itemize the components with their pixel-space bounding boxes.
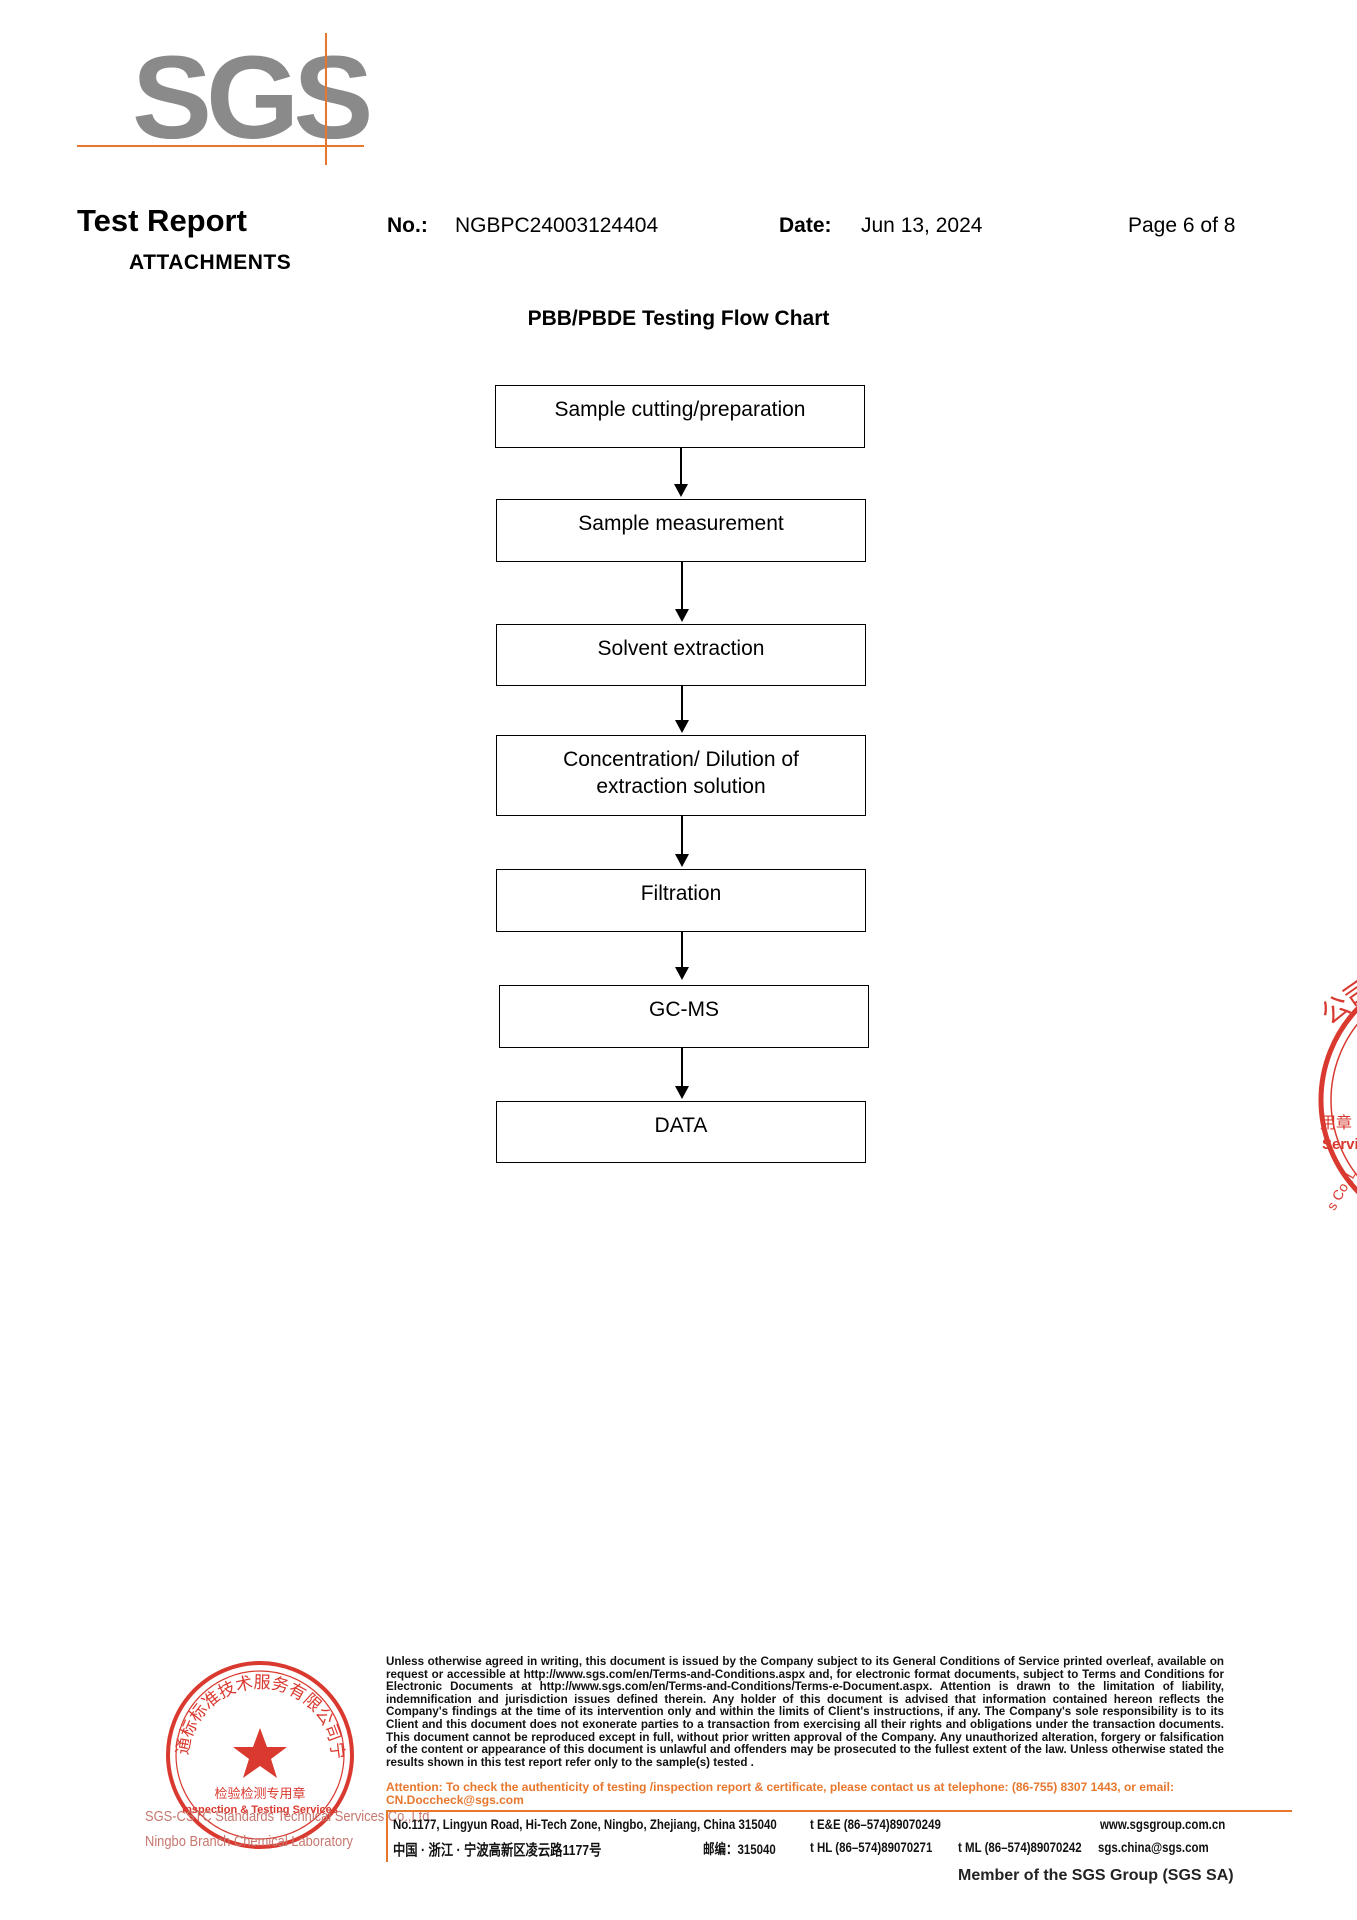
logo-horizontal-line xyxy=(77,145,364,147)
footer-divider xyxy=(386,1810,1292,1812)
flow-step-label: DATA xyxy=(654,1114,708,1137)
svg-text:通标标准技术服务有限公司宁波分公司: 通标标准技术服务有限公司宁波分公司 xyxy=(160,1650,347,1760)
footer-vertical-divider xyxy=(386,1812,388,1862)
flow-step-label: Concentration/ Dilution of extraction so… xyxy=(563,748,799,798)
seal-mid-en: Inspection & Testing Services xyxy=(182,1804,338,1816)
website-link[interactable]: www.sgsgroup.com.cn xyxy=(1100,1816,1226,1832)
email-link[interactable]: sgs.china@sgs.com xyxy=(1098,1839,1209,1855)
seal-fragment-text: s Co.,L xyxy=(1323,1166,1357,1213)
seal-graphic: 通标标准技术服务有限公司宁波分公司 检验检测专用章 Inspection & T… xyxy=(152,1635,354,1849)
seal-company-line: SGS-CSTC Standards Technical Services Co… xyxy=(145,1808,433,1825)
logo-vertical-line xyxy=(325,33,327,165)
flow-step-sample-cutting: Sample cutting/preparation xyxy=(495,385,865,448)
flow-step-sample-measurement: Sample measurement xyxy=(496,499,866,562)
report-date: Jun 13, 2024 xyxy=(861,214,983,237)
partial-seal-graphic: 公司 用章 Servic s Co.,L xyxy=(1318,972,1357,1213)
partial-seal-stamp: 公司 用章 Servic s Co.,L xyxy=(1318,960,1357,1240)
postcode-cn: 邮编：315040 xyxy=(703,1841,776,1857)
company-seal-stamp: 通标标准技术服务有限公司宁波分公司 检验检测专用章 Inspection & T… xyxy=(152,1635,360,1850)
seal-fragment-text: 用章 xyxy=(1320,1113,1352,1132)
flow-step-label: Sample cutting/preparation xyxy=(554,398,806,421)
member-statement: Member of the SGS Group (SGS SA) xyxy=(958,1867,1234,1884)
flow-step-concentration-dilution: Concentration/ Dilution of extraction so… xyxy=(496,735,866,816)
date-label: Date: xyxy=(779,214,832,237)
seal-lab-line: Ningbo Branch Chemical Laboratory xyxy=(145,1833,353,1850)
tel-ee: t E&E (86–574)89070249 xyxy=(810,1816,941,1832)
address-cn: 中国 · 浙江 · 宁波高新区凌云路1177号 xyxy=(393,1842,602,1859)
logo-text: SGS xyxy=(132,32,373,164)
flow-chart-title: PBB/PBDE Testing Flow Chart xyxy=(527,307,830,330)
report-number: NGBPC24003124404 xyxy=(455,214,659,237)
authenticity-notice: Attention: To check the authenticity of … xyxy=(386,1780,1174,1807)
legal-disclaimer: Unless otherwise agreed in writing, this… xyxy=(386,1655,1224,1769)
flow-step-label: Filtration xyxy=(640,882,722,905)
flow-step-gc-ms: GC-MS xyxy=(499,985,869,1048)
flow-step-label: Sample measurement xyxy=(578,512,784,535)
flow-step-label: Solvent extraction xyxy=(597,637,765,660)
flow-step-filtration: Filtration xyxy=(496,869,866,932)
report-title: Test Report xyxy=(77,203,247,238)
flow-step-data: DATA xyxy=(496,1101,866,1163)
tel-ml: t ML (86–574)89070242 xyxy=(958,1839,1082,1855)
star-icon xyxy=(233,1728,287,1778)
seal-fragment-text: 公司 xyxy=(1318,972,1357,1031)
section-heading: ATTACHMENTS xyxy=(129,251,292,274)
address-en: No.1177, Lingyun Road, Hi-Tech Zone, Nin… xyxy=(393,1816,777,1832)
flow-step-label: GC-MS xyxy=(649,998,719,1021)
seal-cn-arc-text: 通标标准技术服务有限公司宁波分公司 xyxy=(152,1635,348,1760)
flow-step-solvent-extraction: Solvent extraction xyxy=(496,624,866,686)
seal-fragment-text: Servic xyxy=(1322,1136,1357,1153)
seal-mid-cn: 检验检测专用章 xyxy=(214,1786,305,1802)
report-number-label: No.: xyxy=(387,214,428,237)
tel-hl: t HL (86–574)89070271 xyxy=(810,1839,933,1855)
page-number: Page 6 of 8 xyxy=(1128,214,1236,237)
